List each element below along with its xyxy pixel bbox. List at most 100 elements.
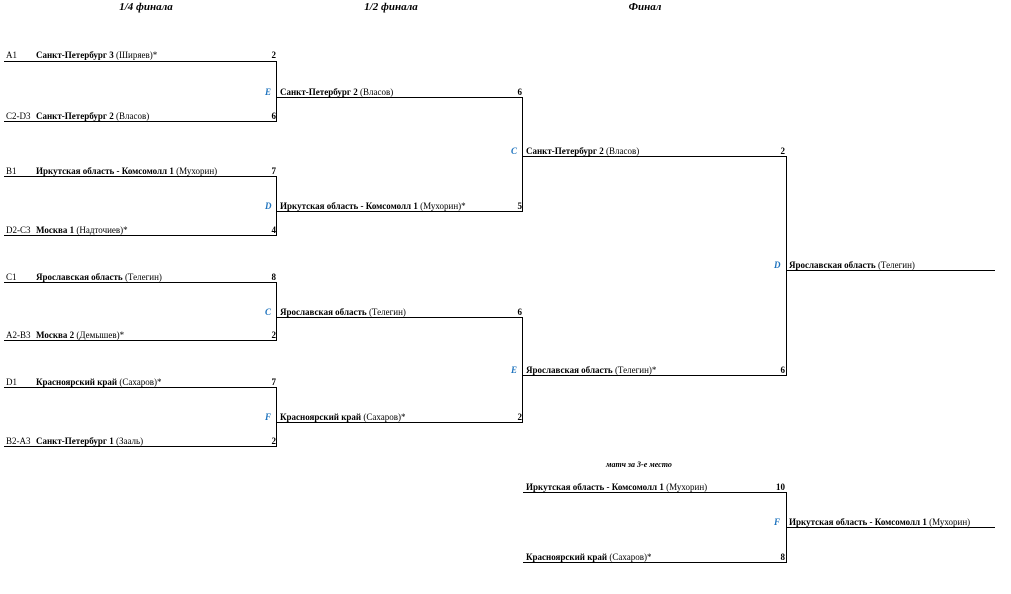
team-name: Санкт-Петербург 2 xyxy=(526,146,604,156)
team-name: Иркутская область - Комсомолл 1 xyxy=(280,201,418,211)
player-name: (Сахаров)* xyxy=(363,412,406,422)
bracket-connector xyxy=(276,61,277,122)
player-name: (Мухорин) xyxy=(666,482,708,492)
team-entry: Красноярский край (Сахаров)* xyxy=(526,552,651,562)
bracket-line xyxy=(277,422,523,423)
team-name: Москва 2 xyxy=(36,330,75,340)
score: 6 xyxy=(780,365,786,375)
score: 2 xyxy=(780,146,786,156)
court-label: D xyxy=(265,201,272,211)
team-name: Санкт-Петербург 2 xyxy=(36,111,114,121)
team-name: Москва 1 xyxy=(36,225,75,235)
bracket-line xyxy=(523,562,787,563)
team-name: Ярославская область xyxy=(280,307,367,317)
player-name: (Телегин)* xyxy=(614,365,657,375)
bracket-line xyxy=(4,340,277,341)
header-semifinal: 1/2 финала xyxy=(364,1,418,13)
third-place-header: матч за 3-е место xyxy=(606,460,672,469)
team-name: Красноярский край xyxy=(36,377,118,387)
player-name: (Сахаров)* xyxy=(609,552,652,562)
team-entry: Санкт-Петербург 2 (Власов) xyxy=(36,111,149,121)
bracket-line xyxy=(787,527,995,528)
seed-label: C1 xyxy=(6,272,17,282)
team-entry: Москва 1 (Надточиев)* xyxy=(36,225,128,235)
score: 8 xyxy=(780,552,786,562)
team-name: Ярославская область xyxy=(526,365,613,375)
team-name: Санкт-Петербург 2 xyxy=(280,87,358,97)
champion-entry: Ярославская область (Телегин) xyxy=(789,260,915,270)
score: 6 xyxy=(517,87,523,97)
bracket-line xyxy=(4,176,277,177)
header-final: Финал xyxy=(628,1,662,13)
bracket-line xyxy=(277,97,523,98)
bracket-connector xyxy=(522,97,523,212)
team-entry: Санкт-Петербург 1 (Зааль) xyxy=(36,436,143,446)
team-entry: Иркутская область - Комсомолл 1 (Мухорин… xyxy=(280,201,466,211)
seed-label: C2-D3 xyxy=(6,111,31,121)
bracket-connector xyxy=(786,492,787,563)
team-name: Красноярский край xyxy=(280,412,362,422)
player-name: (Мухорин) xyxy=(176,166,218,176)
team-name: Санкт-Петербург 3 xyxy=(36,50,114,60)
team-name: Иркутская область - Комсомолл 1 xyxy=(36,166,174,176)
team-entry: Иркутская область - Комсомолл 1 (Мухорин… xyxy=(36,166,217,176)
score: 2 xyxy=(517,412,523,422)
court-label: C xyxy=(265,307,272,317)
score: 7 xyxy=(271,166,277,176)
team-entry: Красноярский край (Сахаров)* xyxy=(36,377,161,387)
score: 5 xyxy=(517,201,523,211)
team-entry: Красноярский край (Сахаров)* xyxy=(280,412,405,422)
seed-label: D2-C3 xyxy=(6,225,31,235)
seed-label: A2-B3 xyxy=(6,330,31,340)
bracket-line xyxy=(4,121,277,122)
bracket-line xyxy=(4,387,277,388)
bracket-line xyxy=(277,211,523,212)
bracket-connector xyxy=(522,317,523,423)
player-name: (Власов) xyxy=(359,87,394,97)
court-label: F xyxy=(774,517,781,527)
third-place-winner-entry: Иркутская область - Комсомолл 1 (Мухорин… xyxy=(789,517,970,527)
bracket-line xyxy=(523,375,787,376)
score: 2 xyxy=(271,50,277,60)
bracket-connector xyxy=(786,156,787,376)
bracket-line xyxy=(523,492,787,493)
seed-label: B2-A3 xyxy=(6,436,31,446)
bracket-line xyxy=(523,156,787,157)
bracket-line xyxy=(787,270,995,271)
bracket-line xyxy=(277,317,523,318)
bracket-line xyxy=(4,282,277,283)
bracket-line xyxy=(4,235,277,236)
score: 4 xyxy=(271,225,277,235)
team-entry: Ярославская область (Телегин) xyxy=(280,307,406,317)
team-name: Ярославская область xyxy=(789,260,876,270)
team-entry: Ярославская область (Телегин)* xyxy=(526,365,656,375)
bracket-line xyxy=(4,446,277,447)
seed-label: B1 xyxy=(6,166,17,176)
team-entry: Санкт-Петербург 3 (Ширяев)* xyxy=(36,50,157,60)
court-label: E xyxy=(511,365,518,375)
player-name: (Телегин) xyxy=(877,260,915,270)
player-name: (Сахаров)* xyxy=(119,377,162,387)
score: 8 xyxy=(271,272,277,282)
player-name: (Власов) xyxy=(115,111,150,121)
team-name: Красноярский край xyxy=(526,552,608,562)
court-label: C xyxy=(511,146,518,156)
player-name: (Ширяев)* xyxy=(115,50,158,60)
score: 6 xyxy=(517,307,523,317)
player-name: (Телегин) xyxy=(124,272,162,282)
team-name: Ярославская область xyxy=(36,272,123,282)
player-name: (Телегин) xyxy=(368,307,406,317)
player-name: (Надточиев)* xyxy=(76,225,128,235)
team-entry: Санкт-Петербург 2 (Власов) xyxy=(526,146,639,156)
team-entry: Санкт-Петербург 2 (Власов) xyxy=(280,87,393,97)
score: 2 xyxy=(271,436,277,446)
player-name: (Мухорин) xyxy=(929,517,971,527)
player-name: (Зааль) xyxy=(115,436,144,446)
court-label: E xyxy=(265,87,272,97)
score: 6 xyxy=(271,111,277,121)
bracket-line xyxy=(4,61,277,62)
team-name: Иркутская область - Комсомолл 1 xyxy=(526,482,664,492)
player-name: (Мухорин)* xyxy=(420,201,466,211)
score: 2 xyxy=(271,330,277,340)
player-name: (Власов) xyxy=(605,146,640,156)
